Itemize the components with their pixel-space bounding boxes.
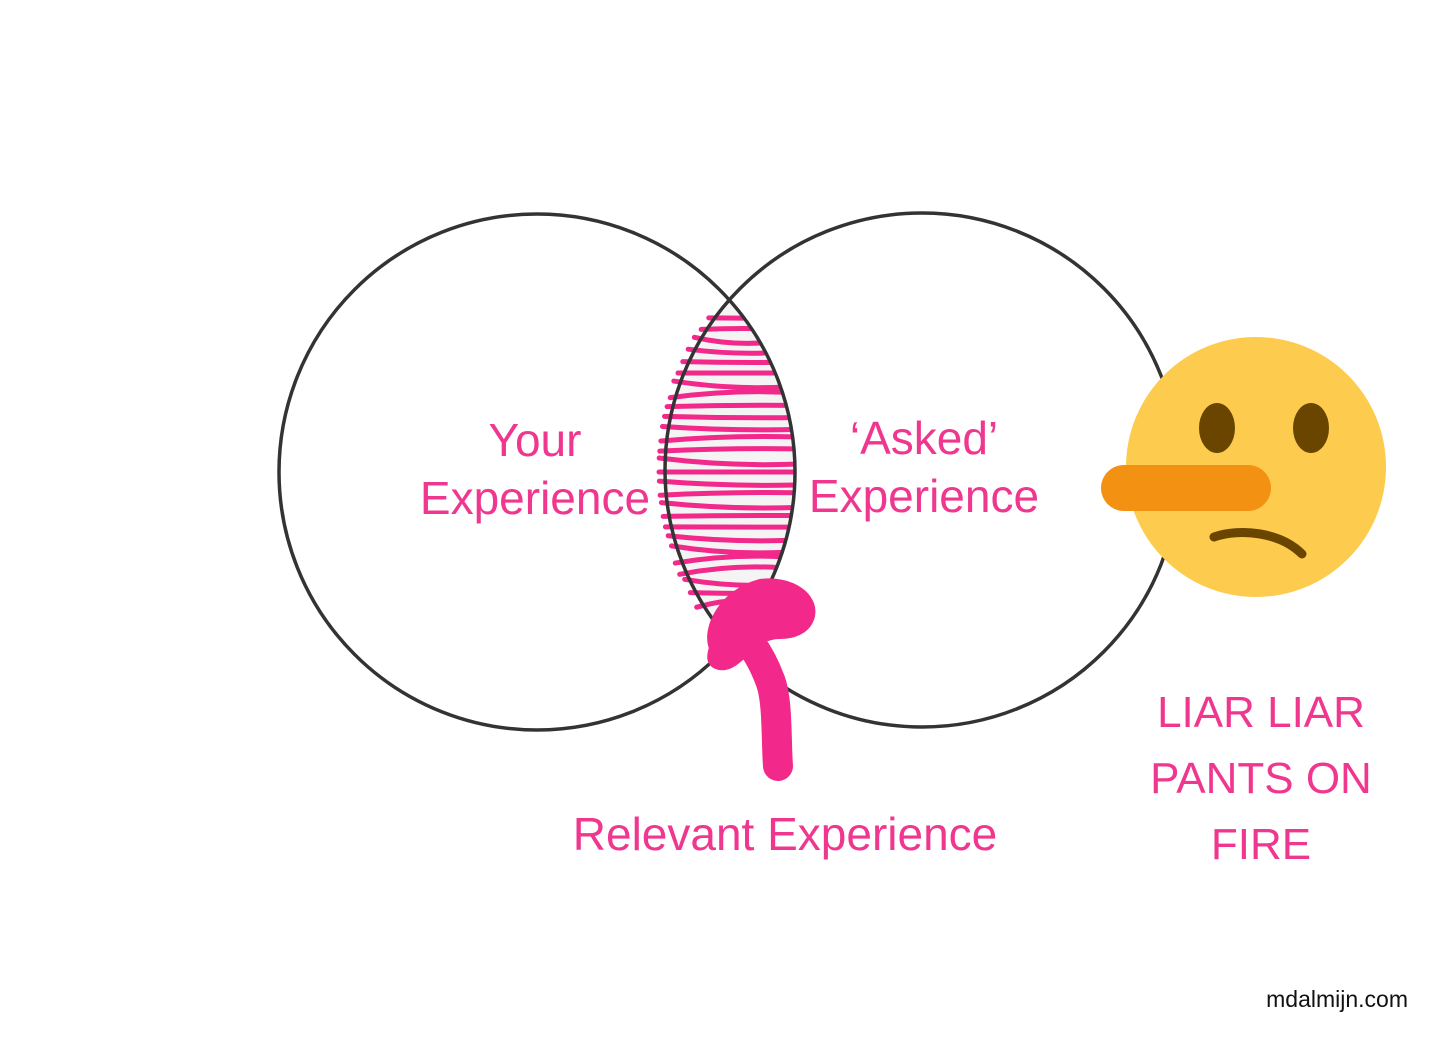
left-circle <box>277 212 797 732</box>
scribble-stroke <box>668 543 792 556</box>
emoji-caption-line-1: LIAR LIAR <box>1157 688 1365 737</box>
overlap-scribble <box>656 315 795 610</box>
right-circle-label: ‘Asked’ Experience <box>790 410 1058 525</box>
scribble-stroke <box>658 500 795 511</box>
arrow-icon <box>707 578 816 781</box>
scribble-stroke <box>677 564 784 577</box>
scribble-stroke <box>658 434 795 444</box>
left-circle-label: Your Experience <box>400 412 670 527</box>
right-circle-label-line-1: ‘Asked’ <box>849 412 999 464</box>
scribble-stroke <box>671 378 789 391</box>
scribble-stroke <box>657 446 795 454</box>
scribble-stroke <box>662 413 795 421</box>
scribble-stroke <box>667 389 792 401</box>
scribble-stroke <box>664 402 795 410</box>
scribble-stroke <box>656 455 795 468</box>
emoji-caption-line-2: PANTS ON <box>1150 754 1372 803</box>
watermark: mdalmijn.com <box>1266 986 1408 1012</box>
left-circle-label-line-2: Experience <box>419 471 651 524</box>
scribble-stroke <box>656 478 795 488</box>
left-circle-label-line-1: Your <box>488 414 582 466</box>
emoji-caption-line-3: FIRE <box>1210 820 1312 869</box>
scribble-stroke <box>659 423 795 433</box>
scribble-stroke <box>657 489 795 498</box>
scribble-stroke <box>672 553 789 566</box>
lying-face-emoji-icon <box>1101 337 1386 597</box>
scribble-stroke <box>698 325 761 332</box>
scribble-stroke <box>680 359 779 365</box>
overlap-label: Relevant Experience <box>572 808 998 860</box>
right-circle-label-line-2: Experience <box>808 469 1040 522</box>
emoji-caption: LIAR LIAR PANTS ON FIRE <box>1122 680 1400 878</box>
scribble-stroke <box>665 533 795 544</box>
scribble-stroke <box>660 512 795 519</box>
